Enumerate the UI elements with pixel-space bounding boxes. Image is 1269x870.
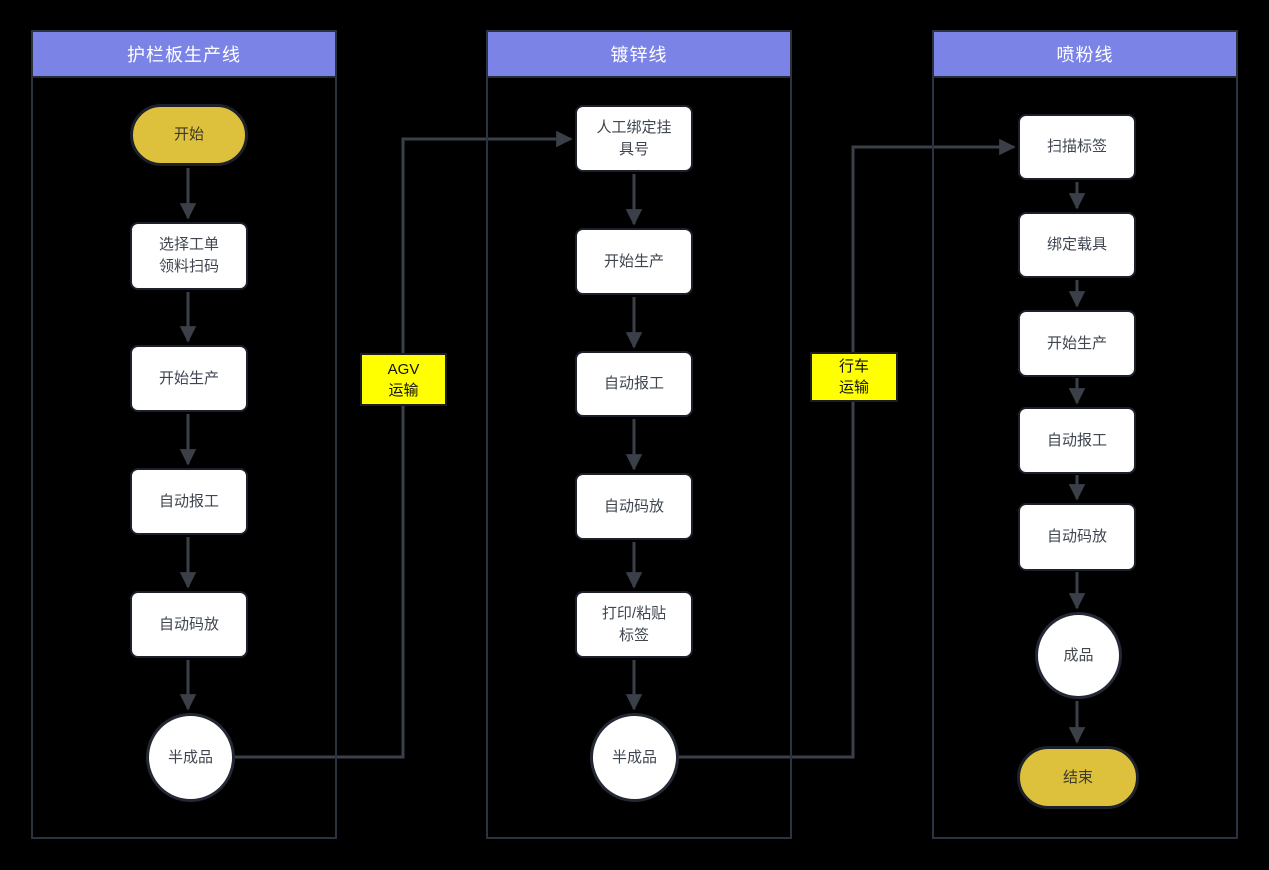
node-semi-finished-1: 半成品	[146, 713, 235, 802]
node-start: 开始	[130, 104, 248, 166]
node-bind-carrier: 绑定载具	[1018, 212, 1136, 278]
agv-transport-label: AGV 运输	[360, 353, 447, 406]
node-print-paste-label: 打印/粘贴 标签	[575, 591, 693, 658]
node-scan-label: 扫描标签	[1018, 114, 1136, 180]
node-start-production-1: 开始生产	[130, 345, 248, 412]
lane-title-powder: 喷粉线	[934, 32, 1236, 78]
node-select-order-scan: 选择工单 领料扫码	[130, 222, 248, 290]
node-auto-stack-1: 自动码放	[130, 591, 248, 658]
node-finished-product: 成品	[1035, 612, 1122, 699]
lane-powder-coating-line: 喷粉线	[932, 30, 1238, 839]
node-start-production-2: 开始生产	[575, 228, 693, 295]
node-auto-stack-2: 自动码放	[575, 473, 693, 540]
node-semi-finished-2: 半成品	[590, 713, 679, 802]
crane-transport-label: 行车 运输	[810, 352, 898, 402]
node-auto-stack-3: 自动码放	[1018, 503, 1136, 571]
node-auto-report-3: 自动报工	[1018, 407, 1136, 474]
node-end: 结束	[1017, 746, 1139, 809]
lane-title-galvanizing: 镀锌线	[488, 32, 790, 78]
lane-title-guardrail: 护栏板生产线	[33, 32, 335, 78]
node-start-production-3: 开始生产	[1018, 310, 1136, 377]
lane-galvanizing-line: 镀锌线	[486, 30, 792, 839]
node-bind-hanger: 人工绑定挂 具号	[575, 105, 693, 172]
node-auto-report-1: 自动报工	[130, 468, 248, 535]
node-auto-report-2: 自动报工	[575, 351, 693, 417]
lane-guardrail-line: 护栏板生产线	[31, 30, 337, 839]
